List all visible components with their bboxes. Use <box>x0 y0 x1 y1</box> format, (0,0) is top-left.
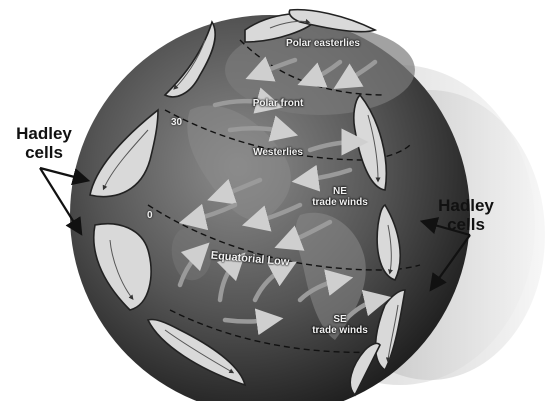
latitude-30-label: 30 <box>171 117 182 128</box>
left-hadley-line1: Hadley <box>14 124 74 143</box>
ne-trade-winds-line2: trade winds <box>300 197 380 208</box>
westerlies-label: Westerlies <box>238 147 318 158</box>
se-trade-winds-label: SE trade winds <box>300 314 380 336</box>
se-trade-winds-line2: trade winds <box>300 325 380 336</box>
latitude-0-label: 0 <box>147 210 153 221</box>
ne-trade-winds-label: NE trade winds <box>300 186 380 208</box>
se-trade-winds-line1: SE <box>300 314 380 325</box>
right-hadley-cells-label: Hadley cells <box>434 196 498 234</box>
right-hadley-line2: cells <box>434 215 498 234</box>
left-hadley-line2: cells <box>14 143 74 162</box>
polar-easterlies-label: Polar easterlies <box>268 38 378 49</box>
polar-front-label: Polar front <box>238 98 318 109</box>
ne-trade-winds-line1: NE <box>300 186 380 197</box>
left-hadley-cells-label: Hadley cells <box>14 124 74 162</box>
right-hadley-line1: Hadley <box>434 196 498 215</box>
globe <box>70 15 470 401</box>
